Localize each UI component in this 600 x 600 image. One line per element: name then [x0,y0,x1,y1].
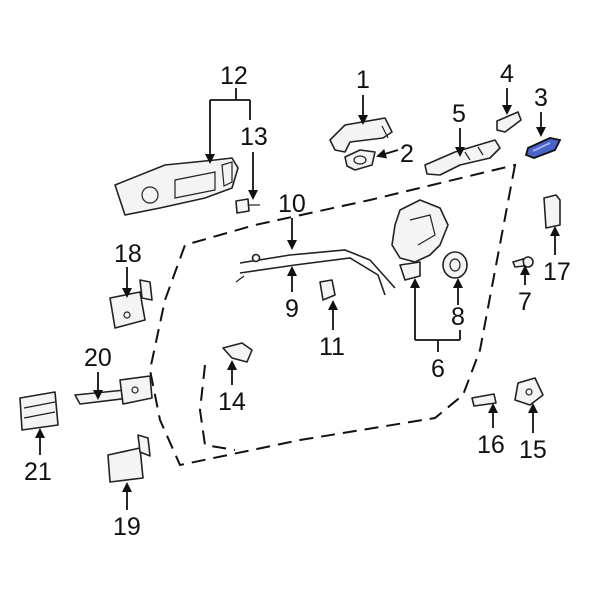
part-21-insulator[interactable] [19,391,59,431]
callout-1: 1 [356,66,370,94]
leader-lines [35,88,560,510]
part-8-grommet[interactable] [442,251,468,279]
callout-17: 17 [543,258,571,286]
part-5-handle-frame[interactable] [424,139,501,176]
callout-19: 19 [113,513,141,541]
callout-7: 7 [518,288,532,316]
part-7-bolt[interactable] [512,256,534,268]
callout-14: 14 [218,388,246,416]
callout-16: 16 [477,431,505,459]
part-4-pad[interactable] [496,111,522,133]
callout-8: 8 [451,303,465,331]
callout-9: 9 [285,295,299,323]
callout-11: 11 [319,333,345,361]
part-11-clip[interactable] [319,279,336,301]
callout-15: 15 [519,436,547,464]
callout-10: 10 [278,190,306,218]
part-20-door-check[interactable] [74,375,153,405]
callout-3: 3 [534,84,548,112]
callout-21: 21 [24,458,52,486]
part-17-cap[interactable] [543,194,561,229]
part-16-striker-bolt[interactable] [471,393,497,407]
door-inner-outline [198,364,236,451]
callout-labels: 12 13 1 2 5 4 3 10 18 17 7 9 8 11 20 6 1… [24,60,571,541]
callout-12: 12 [220,62,248,90]
part-13-screw[interactable] [235,198,260,214]
callout-4: 4 [500,60,514,88]
callout-6: 6 [431,355,445,383]
part-2-handle-pad[interactable] [344,149,376,171]
part-15-striker[interactable] [514,377,544,406]
part-18-upper-hinge[interactable] [109,279,153,329]
callout-13: 13 [240,123,268,151]
door-outline [148,163,517,467]
callout-20: 20 [84,344,112,372]
callout-5: 5 [452,100,466,128]
part-14-seal[interactable] [222,342,253,363]
part-19-lower-hinge[interactable] [107,434,151,483]
part-12-interior-handle-bezel[interactable] [114,157,239,216]
callout-18: 18 [114,240,142,268]
part-1-outside-handle[interactable] [329,117,393,153]
part-9-10-cables[interactable] [235,249,396,296]
part-3-gasket[interactable] [524,137,562,159]
part-6-lock-actuator[interactable] [391,199,449,281]
callout-2: 2 [400,140,414,168]
